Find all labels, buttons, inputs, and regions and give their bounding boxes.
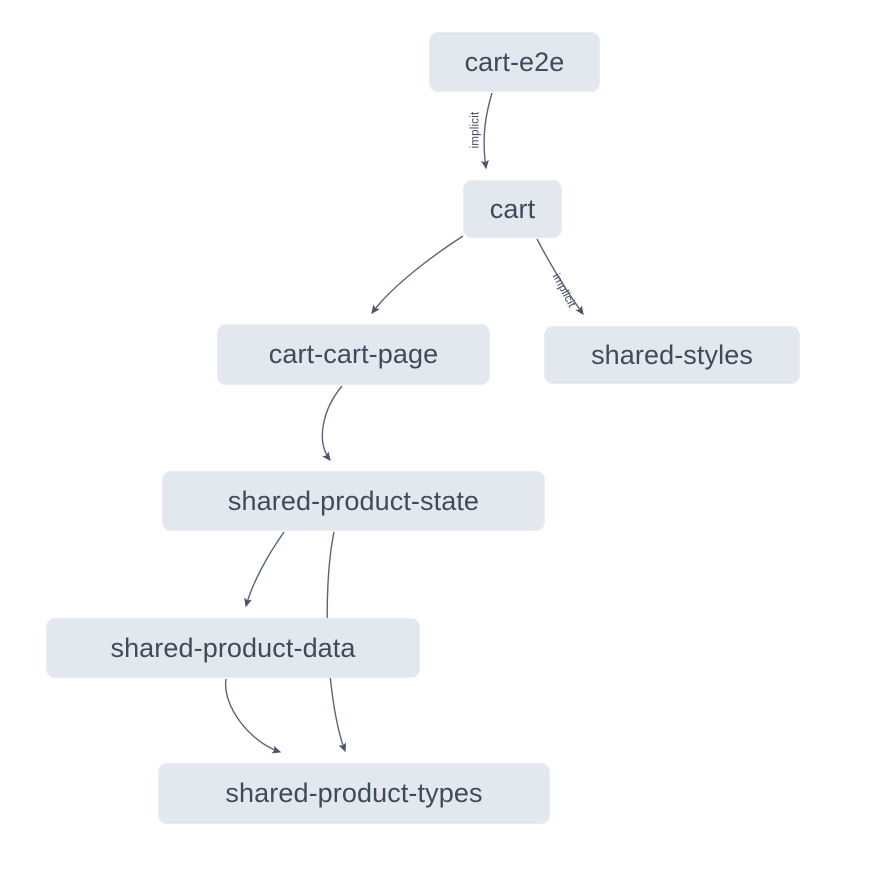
- edge-shared-product-data-to-shared-product-types: [224, 678, 282, 754]
- graph-node-shared-product-types[interactable]: shared-product-types: [158, 763, 550, 824]
- edge-label-implicit-cart-shared-styles: implicit: [549, 271, 578, 310]
- edge-cart-e2e-to-cart: [480, 92, 493, 170]
- node-label: shared-product-data: [110, 632, 356, 663]
- graph-node-shared-product-data[interactable]: shared-product-data: [46, 618, 420, 678]
- graph-node-cart-cart-page[interactable]: cart-cart-page: [217, 324, 490, 385]
- graph-node-cart-e2e[interactable]: cart-e2e: [429, 32, 600, 92]
- node-label: cart-cart-page: [268, 339, 439, 369]
- graph-node-shared-styles[interactable]: shared-styles: [544, 326, 800, 384]
- edge-shared-product-state-to-shared-product-data: [244, 531, 285, 608]
- edge-cart-to-cart-cart-page: [371, 235, 464, 315]
- node-label: cart: [489, 193, 536, 224]
- graph-node-cart[interactable]: cart: [463, 180, 562, 238]
- node-label: cart-e2e: [464, 46, 565, 77]
- node-label: shared-styles: [591, 339, 753, 370]
- graph-node-shared-product-state[interactable]: shared-product-state: [162, 471, 545, 531]
- edge-label-implicit-cart-e2e-cart: implicit: [469, 111, 482, 149]
- node-label: shared-product-types: [225, 778, 483, 808]
- edge-cart-cart-page-to-shared-product-state: [321, 385, 343, 462]
- node-label: shared-product-state: [227, 485, 480, 516]
